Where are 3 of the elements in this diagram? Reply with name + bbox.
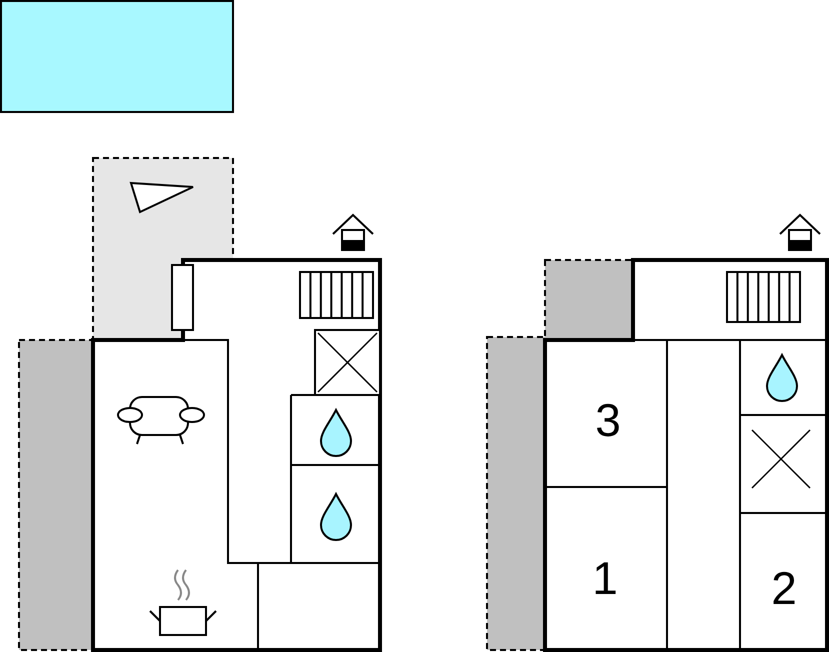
- room-number: 2: [771, 565, 797, 611]
- room-number: 1: [592, 555, 618, 601]
- room-number: 3: [595, 397, 621, 443]
